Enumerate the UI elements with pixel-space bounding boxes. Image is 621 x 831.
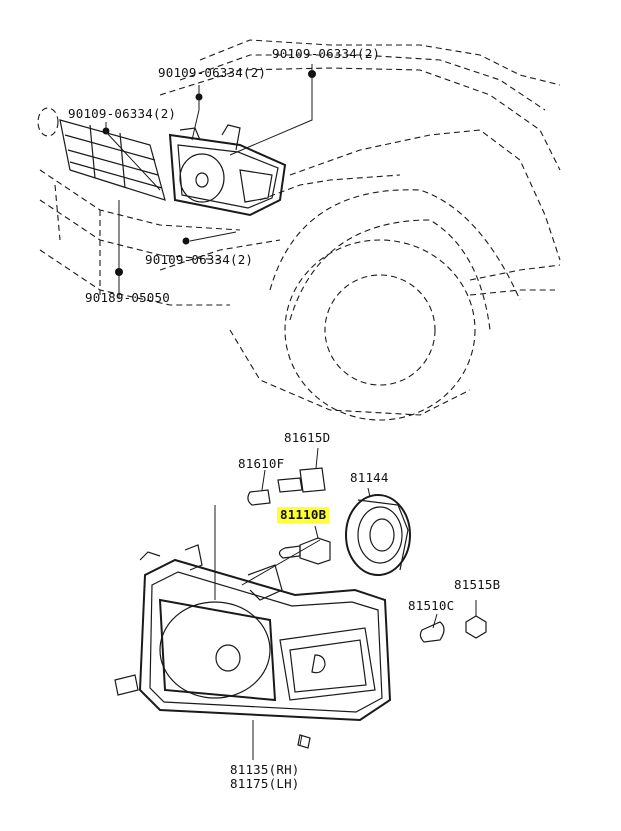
truck-front-illustration [37, 39, 561, 421]
callout-bolt-grille: 90109-06334(2) [68, 106, 177, 121]
callout-clip: 90189-05050 [85, 290, 170, 305]
callout-bolt-top-left: 90109-06334(2) [158, 65, 267, 80]
callout-bulb-b-highlighted: 81110B [277, 507, 330, 523]
callout-bolt-top-right: 90109-06334(2) [272, 46, 381, 61]
callout-unit-lh: 81175(LH) [230, 776, 300, 791]
headlamp-exploded-view [114, 447, 487, 760]
callout-bulb-c: 81510C [408, 598, 455, 613]
callout-cover: 81144 [350, 470, 389, 485]
callout-bulb-f: 81610F [238, 456, 285, 471]
callout-socket-d: 81615D [284, 430, 331, 445]
callout-unit-rh: 81135(RH) [230, 762, 300, 777]
callout-nut-b: 81515B [454, 577, 501, 592]
callout-bolt-lower: 90109-06334(2) [145, 252, 254, 267]
